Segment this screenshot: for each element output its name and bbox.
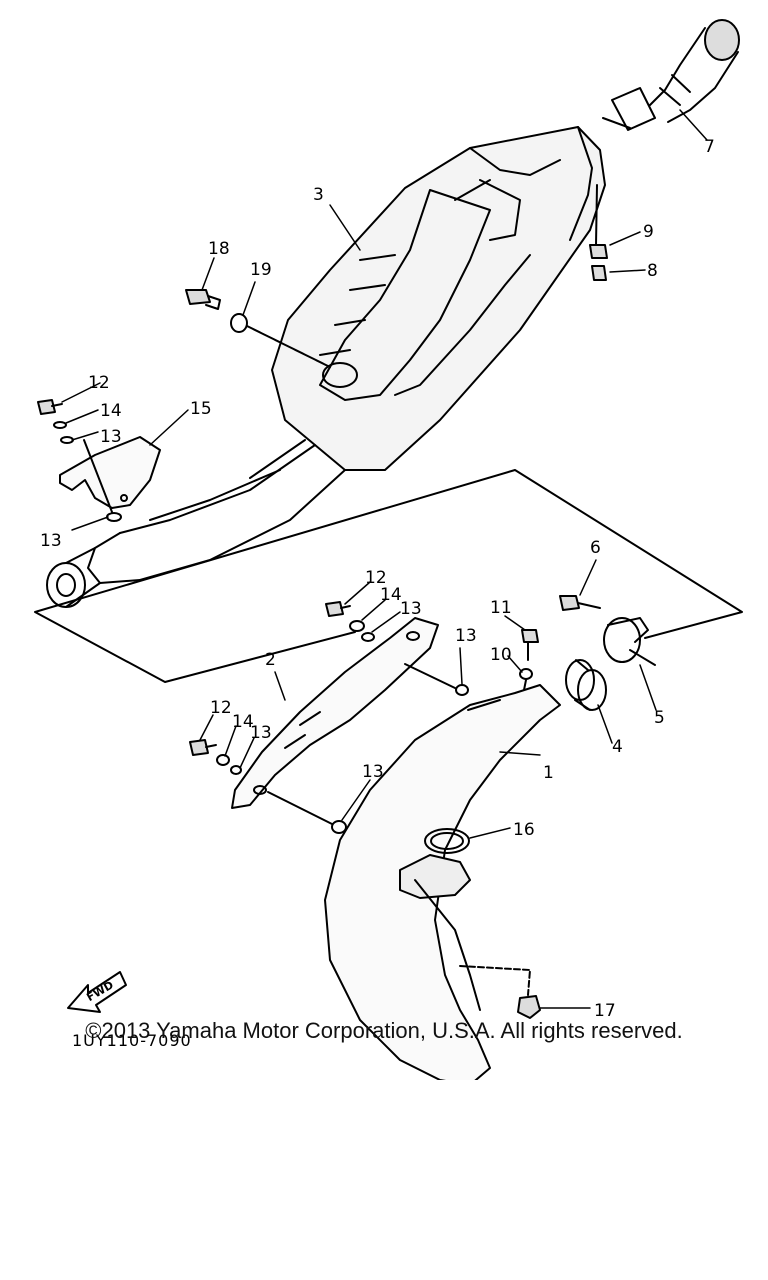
diagram-code: 1UY110-7090: [72, 1031, 192, 1050]
muffler-drawing: [46, 126, 606, 608]
label-part-14-mid: 14: [380, 585, 402, 605]
label-part-13-right: 13: [455, 626, 477, 646]
washer-19-drawing: [230, 313, 331, 368]
label-part-13-top: 13: [100, 427, 122, 447]
label-part-13-mid: 13: [400, 599, 422, 619]
label-part-13-left: 13: [40, 531, 62, 551]
label-part-12-top: 12: [88, 373, 110, 393]
label-part-7: 7: [704, 137, 715, 157]
bolt-18-drawing: [185, 289, 221, 310]
fwd-arrow-icon: [67, 971, 127, 1013]
label-part-16: 16: [513, 820, 535, 840]
label-part-9: 9: [643, 222, 654, 242]
exhaust-pipe-1-drawing: [324, 684, 561, 1080]
label-part-6: 6: [590, 538, 601, 558]
label-part-17: 17: [594, 1001, 616, 1021]
clamp-5-drawing: [603, 617, 656, 666]
exhaust-parts-diagram: 1 2 3 4 5 6 7 8 9 10 11 12 12 12 13 13 1…: [34, 19, 743, 1080]
label-part-13-bottom: 13: [362, 762, 384, 782]
label-part-13-low: 13: [250, 723, 272, 743]
fastener-set-topleft: [37, 399, 122, 522]
bolt-8-drawing: [591, 265, 607, 281]
bolt-11-drawing: [519, 629, 539, 701]
label-part-14-low: 14: [232, 712, 254, 732]
label-part-18: 18: [208, 239, 230, 259]
label-part-8: 8: [647, 261, 658, 281]
label-part-14-top: 14: [100, 401, 122, 421]
tail-pipe-drawing: [602, 19, 740, 131]
label-part-12-mid: 12: [365, 568, 387, 588]
label-part-19: 19: [250, 260, 272, 280]
nut-17-drawing: [459, 965, 541, 1019]
label-part-10: 10: [490, 645, 512, 665]
bolt-6-drawing: [559, 595, 601, 611]
label-part-1: 1: [543, 763, 554, 783]
label-part-5: 5: [654, 708, 665, 728]
label-part-3: 3: [313, 185, 324, 205]
gasket-16-drawing: [424, 828, 470, 854]
fastener-set-lower: [189, 739, 347, 834]
label-part-4: 4: [612, 737, 623, 757]
label-part-15: 15: [190, 399, 212, 419]
pipe-protector-2-drawing: [231, 617, 439, 809]
label-part-11: 11: [490, 598, 512, 618]
assembly-outline: [34, 469, 743, 683]
protector-15-drawing: [59, 436, 161, 513]
label-part-2: 2: [265, 650, 276, 670]
label-part-12-low: 12: [210, 698, 232, 718]
nut-9-drawing: [589, 184, 608, 259]
gasket-4-drawing: [565, 659, 607, 711]
copyright-notice: ©2013 Yamaha Motor Corporation, U.S.A. A…: [85, 1018, 683, 1043]
fastener-set-middle: [325, 601, 469, 696]
part-labels: 1 2 3 4 5 6 7 8 9 10 11 12 12 12 13 13 1…: [40, 137, 715, 1050]
leader-lines: [61, 109, 708, 1009]
